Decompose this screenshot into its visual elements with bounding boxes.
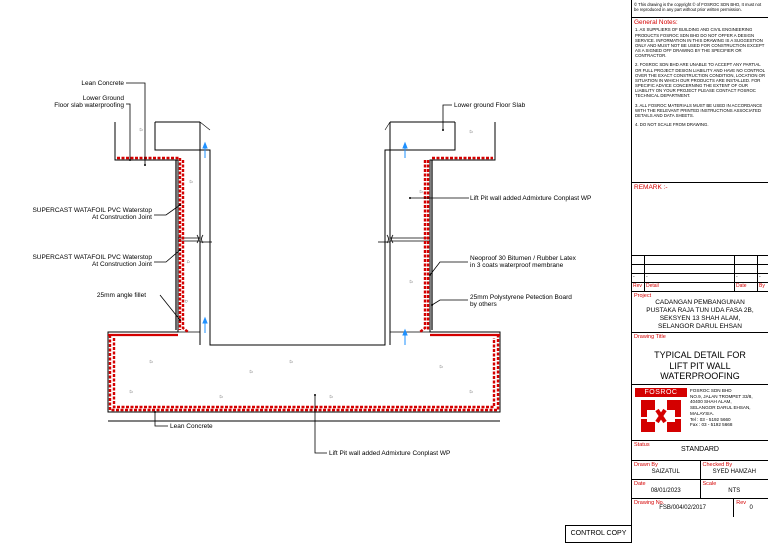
section-drawing: Lean Concrete Lower Ground Floor slab wa… [32,80,591,457]
company-line-7: Fax : 03 - 5192 5668 [690,422,733,428]
drawing-title-line-2: LIFT PIT WALL WATERPROOFING [660,360,740,381]
rev-header-by: By [757,282,768,291]
label-polystyrene-b: by others [470,301,497,308]
construction-joint-right [378,234,430,244]
project-label: Project [634,293,652,299]
rev-header-detail: Detail [644,282,735,291]
project-line-2: PUSTAKA RAJA TUN UDA FASA 2B, [646,307,754,315]
date-label: Date [634,481,646,487]
label-neoproof-a: Neoproof 30 Bitumen / Rubber Latex [470,255,577,262]
revision-table: - - - - Rev Detail Date By [632,255,768,291]
logo-mark-icon [641,400,681,432]
concrete-hatch [129,127,474,399]
drawn-checked-section: Drawn By SAIZATUL Checked By SYED HAMZAH [632,461,768,480]
note-2: 2. FOSROC SDN BHD ARE UNABLE TO ACCEPT A… [635,62,766,99]
label-lean-concrete-top: Lean Concrete [81,80,124,87]
label-lower-ground-slab: Lower ground Floor Slab [454,102,526,109]
note-1: 1. AS SUPPLIERS OF BUILDING AND CIVIL EN… [635,27,765,59]
status-value: STANDARD [681,446,719,454]
company-address: FOSROC SDN BHD NO.9, JALAN TROMPET 33/8,… [687,388,753,437]
rev-value: 0 [749,505,753,512]
leaders [126,82,469,454]
drawing-no-value: FSB/004/02/2017 [659,505,706,512]
project-section: Project CADANGAN PEMBANGUNAN PUSTAKA RAJ… [632,291,768,333]
rev-row-rev: - [632,273,645,283]
construction-joint-left [178,234,212,244]
drawn-by-value: SAIZATUL [651,469,680,476]
fosroc-logo: FOSROC [635,388,687,437]
label-lift-pit-wall: Lift Pit wall added Admixture Conplast W… [470,195,591,202]
control-copy-stamp: CONTROL COPY [565,525,631,543]
project-line-1: CADANGAN PEMBANGUNAN [655,299,745,307]
rev-row-by: - [757,273,768,283]
checked-by-value: SYED HAMZAH [712,469,756,476]
status-section: Status STANDARD [632,441,768,461]
company-line-2: NO.9, JALAN TROMPET 33/8, [690,393,753,399]
arrowheads [129,129,444,413]
label-lower-ground-1: Lower Ground [83,95,125,102]
title-block: © This drawing is the copyright © of FOS… [631,0,768,543]
logo-wordmark: FOSROC [635,388,687,397]
rev-header-date: Date [734,282,758,291]
remark-label: REMARK :- [634,184,668,191]
left-floor-slab [107,122,501,413]
drawing-title-line-1: TYPICAL DETAIL FOR [654,350,746,361]
label-lift-pit-wall-bottom: Lift Pit wall added Admixture Conplast W… [329,450,450,457]
drawing-title-label: Drawing Title [634,334,666,340]
label-waterstop-1b: At Construction Joint [92,214,152,221]
checked-by-label: Checked By [702,462,733,468]
remark-section: REMARK :- [632,183,768,255]
label-lean-concrete-bottom: Lean Concrete [170,423,213,430]
status-label: Status [634,442,650,448]
date-value: 08/01/2023 [650,488,681,495]
label-waterstop-2b: At Construction Joint [92,261,152,268]
drawn-by-label: Drawn By [634,462,658,468]
water-pressure-arrows [202,141,408,345]
drawing-no-section: Drawing No. FSB/004/02/2017 Rev 0 [632,499,768,517]
company-section: FOSROC FOSROC SDN BHD NO.9, JALAN TROMPE… [632,385,768,441]
scale-label: Scale [702,481,717,487]
waterproof-membrane [108,156,500,412]
company-line-6: Tel : 03 - 5192 5660 [690,416,731,422]
rev-row-date: - [734,273,758,283]
general-notes-title: General Notes: [634,19,678,26]
company-line-5: MALAYSIA. [690,410,714,416]
label-waterstop-2a: SUPERCAST WATAFOIL PVC Waterstop [32,254,152,261]
label-angle-fillet: 25mm angle fillet [97,292,146,299]
scale-value: NTS [728,488,741,495]
general-notes: General Notes: 1. AS SUPPLIERS OF BUILDI… [632,18,768,183]
label-neoproof-b: in 3 coats waterproof membrane [470,262,564,269]
project-line-4: SELANGOR DARUL EHSAN [658,322,742,330]
date-scale-section: Date 08/01/2023 Scale NTS [632,480,768,499]
company-line-3: 40400 SHAH ALAM, [690,399,732,405]
drawing-title-section: Drawing Title TYPICAL DETAIL FOR LIFT PI… [632,333,768,385]
copyright-note: © This drawing is the copyright © of FOS… [632,0,768,18]
label-lower-ground-2: Floor slab waterproofing [54,102,124,109]
pit-inner-outline [154,122,456,346]
rev-label: Rev [736,500,747,506]
company-line-1: FOSROC SDN BHD [690,388,732,393]
rev-header-rev: Rev [632,282,645,291]
note-4: 4. DO NOT SCALE FROM DRAWING. [635,121,709,127]
note-3: 3. ALL FOSROC MATERIALS MUST BE USED IN … [635,102,763,118]
label-polystyrene-a: 25mm Polystyrene Petection Board [470,294,572,301]
drawing-no-label: Drawing No. [634,500,665,506]
company-line-4: SELANGOR DARUL EHSAN, [690,405,751,411]
rev-row-detail: - [644,273,735,283]
project-line-3: SEKSYEN 13 SHAH ALAM, [659,314,741,322]
label-waterstop-1a: SUPERCAST WATAFOIL PVC Waterstop [32,207,152,214]
